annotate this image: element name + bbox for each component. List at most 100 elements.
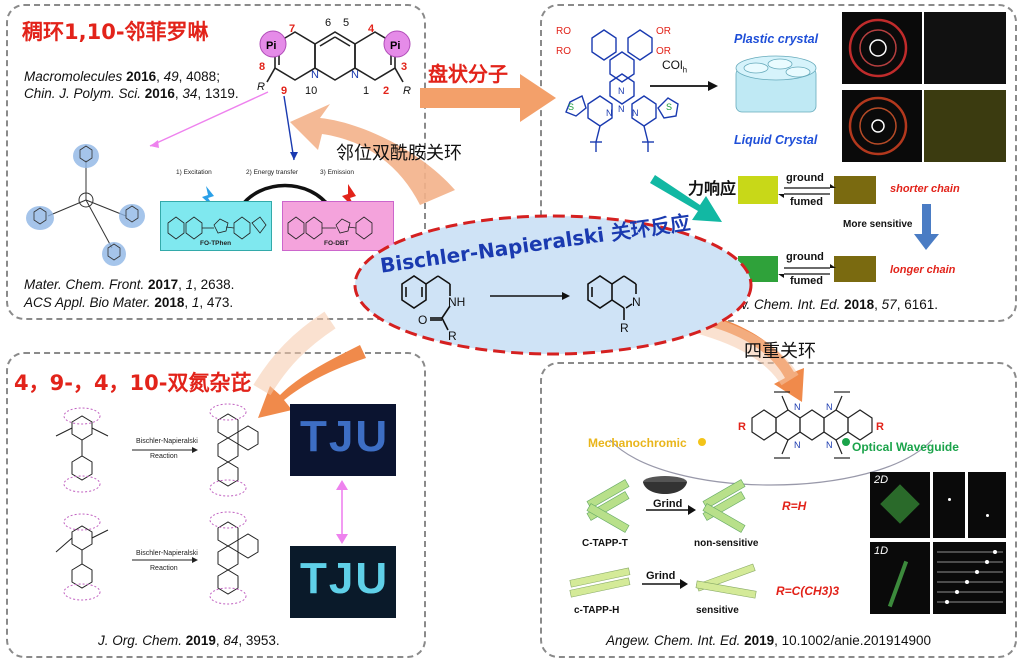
svg-text:8: 8 bbox=[259, 61, 265, 73]
label-fumed-1: fumed bbox=[790, 196, 823, 208]
label-mechanochromic: Mechanochromic bbox=[588, 436, 687, 450]
swatch-ground-short bbox=[738, 176, 778, 204]
label-col: COlh bbox=[662, 58, 688, 75]
svg-text:R: R bbox=[257, 81, 265, 93]
label-sensitive: sensitive bbox=[696, 605, 739, 616]
phenanthroline-structure: Pi Pi 7 4 8 3 9 2 6 5 10 1 N N R R bbox=[257, 17, 411, 97]
svg-text:N: N bbox=[794, 440, 801, 450]
svg-text:N: N bbox=[826, 440, 833, 450]
arrow-to-discotic bbox=[420, 74, 556, 122]
svg-text:S: S bbox=[568, 102, 574, 112]
svg-text:R: R bbox=[620, 321, 629, 335]
citation-mcf: Mater. Chem. Front. 2017, 1, 2638. bbox=[24, 277, 235, 292]
svg-text:N: N bbox=[632, 295, 641, 309]
arrow-ortho-diamide bbox=[290, 104, 455, 205]
label-fo-tphen: FO-TPhen bbox=[200, 240, 232, 247]
arrow-mechano bbox=[650, 175, 722, 222]
svg-text:O: O bbox=[418, 313, 427, 327]
label-2d: 2D bbox=[874, 474, 889, 486]
svg-text:2: 2 bbox=[383, 85, 389, 97]
svg-text:S: S bbox=[666, 102, 672, 112]
pom-image-2 bbox=[924, 90, 1006, 162]
tju-image-1 bbox=[290, 404, 396, 476]
svg-text:OR: OR bbox=[656, 46, 671, 57]
tju-image-2 bbox=[290, 546, 396, 618]
equilibrium-arrows bbox=[778, 184, 836, 278]
tl-pointers bbox=[149, 91, 298, 161]
svg-text:OR: OR bbox=[656, 26, 671, 37]
svg-text:N: N bbox=[618, 104, 625, 114]
panel-title-diazapyrene: 4，9-，4，10-双氮杂芘 bbox=[14, 371, 252, 395]
packing-ctapp-h bbox=[569, 563, 757, 599]
citation-acs-abm: ACS Appl. Bio Mater. 2018, 1, 473. bbox=[24, 295, 234, 310]
svg-text:1: 1 bbox=[363, 85, 369, 97]
xrd-rings-2 bbox=[848, 96, 908, 156]
pi-label-left: Pi bbox=[266, 40, 276, 52]
svg-text:R: R bbox=[876, 421, 884, 433]
svg-text:N: N bbox=[826, 402, 833, 412]
packing-ctapp-t bbox=[586, 479, 746, 533]
diazapyrene-scheme bbox=[55, 403, 259, 605]
step-emission: 3) Emission bbox=[320, 169, 354, 176]
mortar-icon bbox=[643, 476, 687, 494]
xrd-image-1 bbox=[842, 12, 922, 84]
citation-angew-2019: Angew. Chem. Int. Ed. 2019, 10.1002/anie… bbox=[606, 633, 932, 648]
label-ground-2: ground bbox=[786, 251, 824, 263]
arrow-label-disc: 盘状分子 bbox=[428, 62, 508, 86]
spot-2 bbox=[986, 514, 989, 517]
citation-macromolecules: Macromolecules 2016, 49, 4088; bbox=[24, 69, 220, 84]
panel-title-phenanthroline: 稠环1,10-邻菲罗啉 bbox=[22, 20, 209, 44]
arrow-label-mech: 力响应 bbox=[688, 179, 737, 198]
label-ctapp-h: c-TAPP-H bbox=[574, 605, 620, 616]
arrow-to-diazapyrene bbox=[258, 345, 366, 418]
svg-text:N: N bbox=[632, 108, 639, 118]
svg-text:N: N bbox=[351, 69, 359, 81]
citation-cjps: Chin. J. Polym. Sci. 2016, 34, 1319. bbox=[24, 86, 239, 101]
arrow-label-ortho: 邻位双酰胺关环 bbox=[336, 143, 462, 164]
arrow-label-quad: 四重关环 bbox=[744, 341, 816, 362]
reaction-label-1: Reaction bbox=[150, 453, 178, 460]
dendrimer-structure bbox=[26, 144, 145, 266]
col-arrow bbox=[650, 81, 718, 91]
label-fo-dbt: FO-DBT bbox=[324, 240, 349, 247]
reagent-label-2: Bischler-Napieralski bbox=[136, 550, 198, 557]
reagent-label-1: Bischler-Napieralski bbox=[136, 438, 198, 445]
sensitive-arrow bbox=[914, 204, 939, 250]
arc-divider bbox=[609, 438, 933, 486]
svg-text:7: 7 bbox=[289, 23, 295, 35]
center-ellipse bbox=[353, 214, 753, 356]
label-more-sensitive: More sensitive bbox=[843, 219, 913, 230]
label-plastic-crystal: Plastic crystal bbox=[734, 32, 819, 46]
svg-text:RO: RO bbox=[556, 26, 571, 37]
svg-text:6: 6 bbox=[325, 17, 331, 29]
label-r-tbu: R=C(CH3)3 bbox=[776, 584, 840, 598]
tju-text-2: TJU bbox=[300, 554, 390, 603]
xrd-rings-1 bbox=[848, 18, 908, 78]
svg-text:N: N bbox=[311, 69, 319, 81]
label-grind-1: Grind bbox=[653, 498, 683, 510]
step-excitation: 1) Excitation bbox=[176, 169, 212, 176]
double-arrow bbox=[336, 480, 348, 544]
reaction-label-2: Reaction bbox=[150, 565, 178, 572]
pi-label-right: Pi bbox=[390, 40, 400, 52]
waveguide-1d-lines bbox=[937, 550, 1003, 604]
step-energy-transfer: 2) Energy transfer bbox=[246, 169, 299, 176]
svg-text:N: N bbox=[618, 86, 625, 96]
citation-joc-2019: J. Org. Chem. 2019, 84, 3953. bbox=[98, 633, 280, 648]
waveguide-2d-spots-b bbox=[968, 472, 1006, 538]
svg-text:R: R bbox=[403, 85, 411, 97]
label-1d: 1D bbox=[874, 545, 889, 557]
waveguide-2d-spots-a bbox=[933, 472, 965, 538]
label-ctapp-t: C-TAPP-T bbox=[582, 538, 628, 549]
box-fo-tphen bbox=[160, 201, 272, 251]
label-non-sensitive: non-sensitive bbox=[694, 538, 759, 549]
label-grind-2: Grind bbox=[646, 570, 676, 582]
label-ground-1: ground bbox=[786, 172, 824, 184]
label-shorter-chain: shorter chain bbox=[890, 183, 960, 195]
label-fumed-2: fumed bbox=[790, 275, 823, 287]
tju-text-1: TJU bbox=[300, 412, 390, 461]
svg-text:RO: RO bbox=[556, 46, 571, 57]
svg-text:R: R bbox=[448, 329, 457, 343]
